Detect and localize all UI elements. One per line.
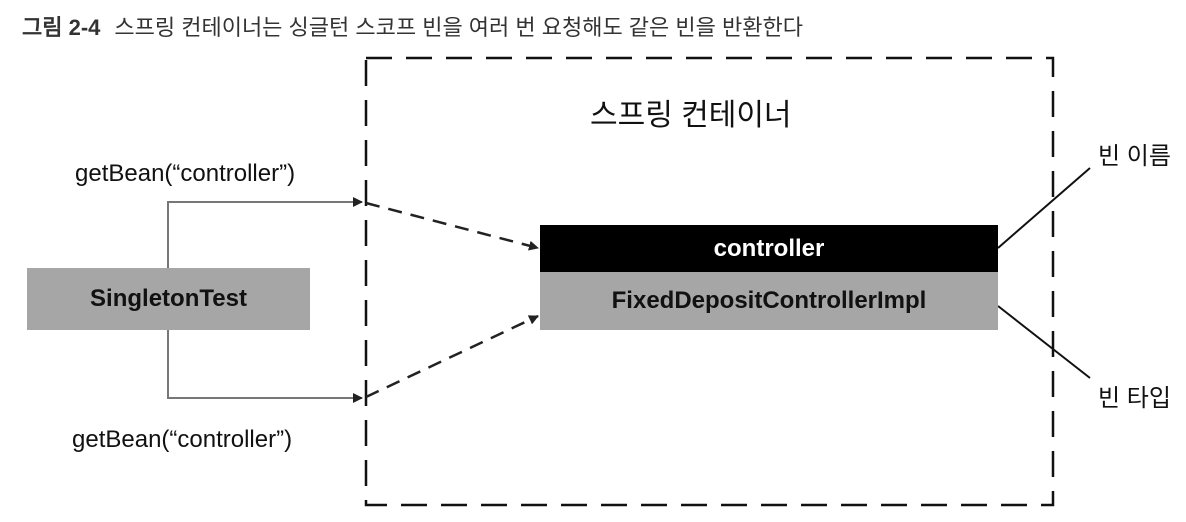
call-line-bottom (167, 330, 363, 403)
figure-caption-text: 스프링 컨테이너는 싱글턴 스코프 빈을 여러 번 요청해도 같은 빈을 반환한… (114, 15, 803, 40)
call-line-top (167, 197, 363, 268)
bean-name-pointer (997, 167, 1091, 249)
figure-number: 그림 2-4 (22, 15, 101, 40)
dashed-arrow-top (365, 201, 539, 251)
figure-caption: 그림 2-4 스프링 컨테이너는 싱글턴 스코프 빈을 여러 번 요청해도 같은 … (22, 10, 803, 42)
singleton-test-box: SingletonTest (27, 268, 310, 330)
container-label: 스프링 컨테이너 (590, 99, 792, 132)
bean-name-annotation: 빈 이름 (1098, 143, 1171, 170)
bean-name-box: controller (540, 225, 998, 272)
bean-type-box: FixedDepositControllerImpl (540, 272, 998, 330)
bean-type-pointer (997, 305, 1091, 379)
container-boundary (364, 56, 1055, 507)
bean-type-annotation: 빈 타입 (1098, 385, 1171, 412)
call-label-top: getBean(“controller”) (75, 160, 296, 187)
dashed-arrow-bottom (365, 314, 539, 399)
call-label-bottom: getBean(“controller”) (72, 426, 293, 453)
